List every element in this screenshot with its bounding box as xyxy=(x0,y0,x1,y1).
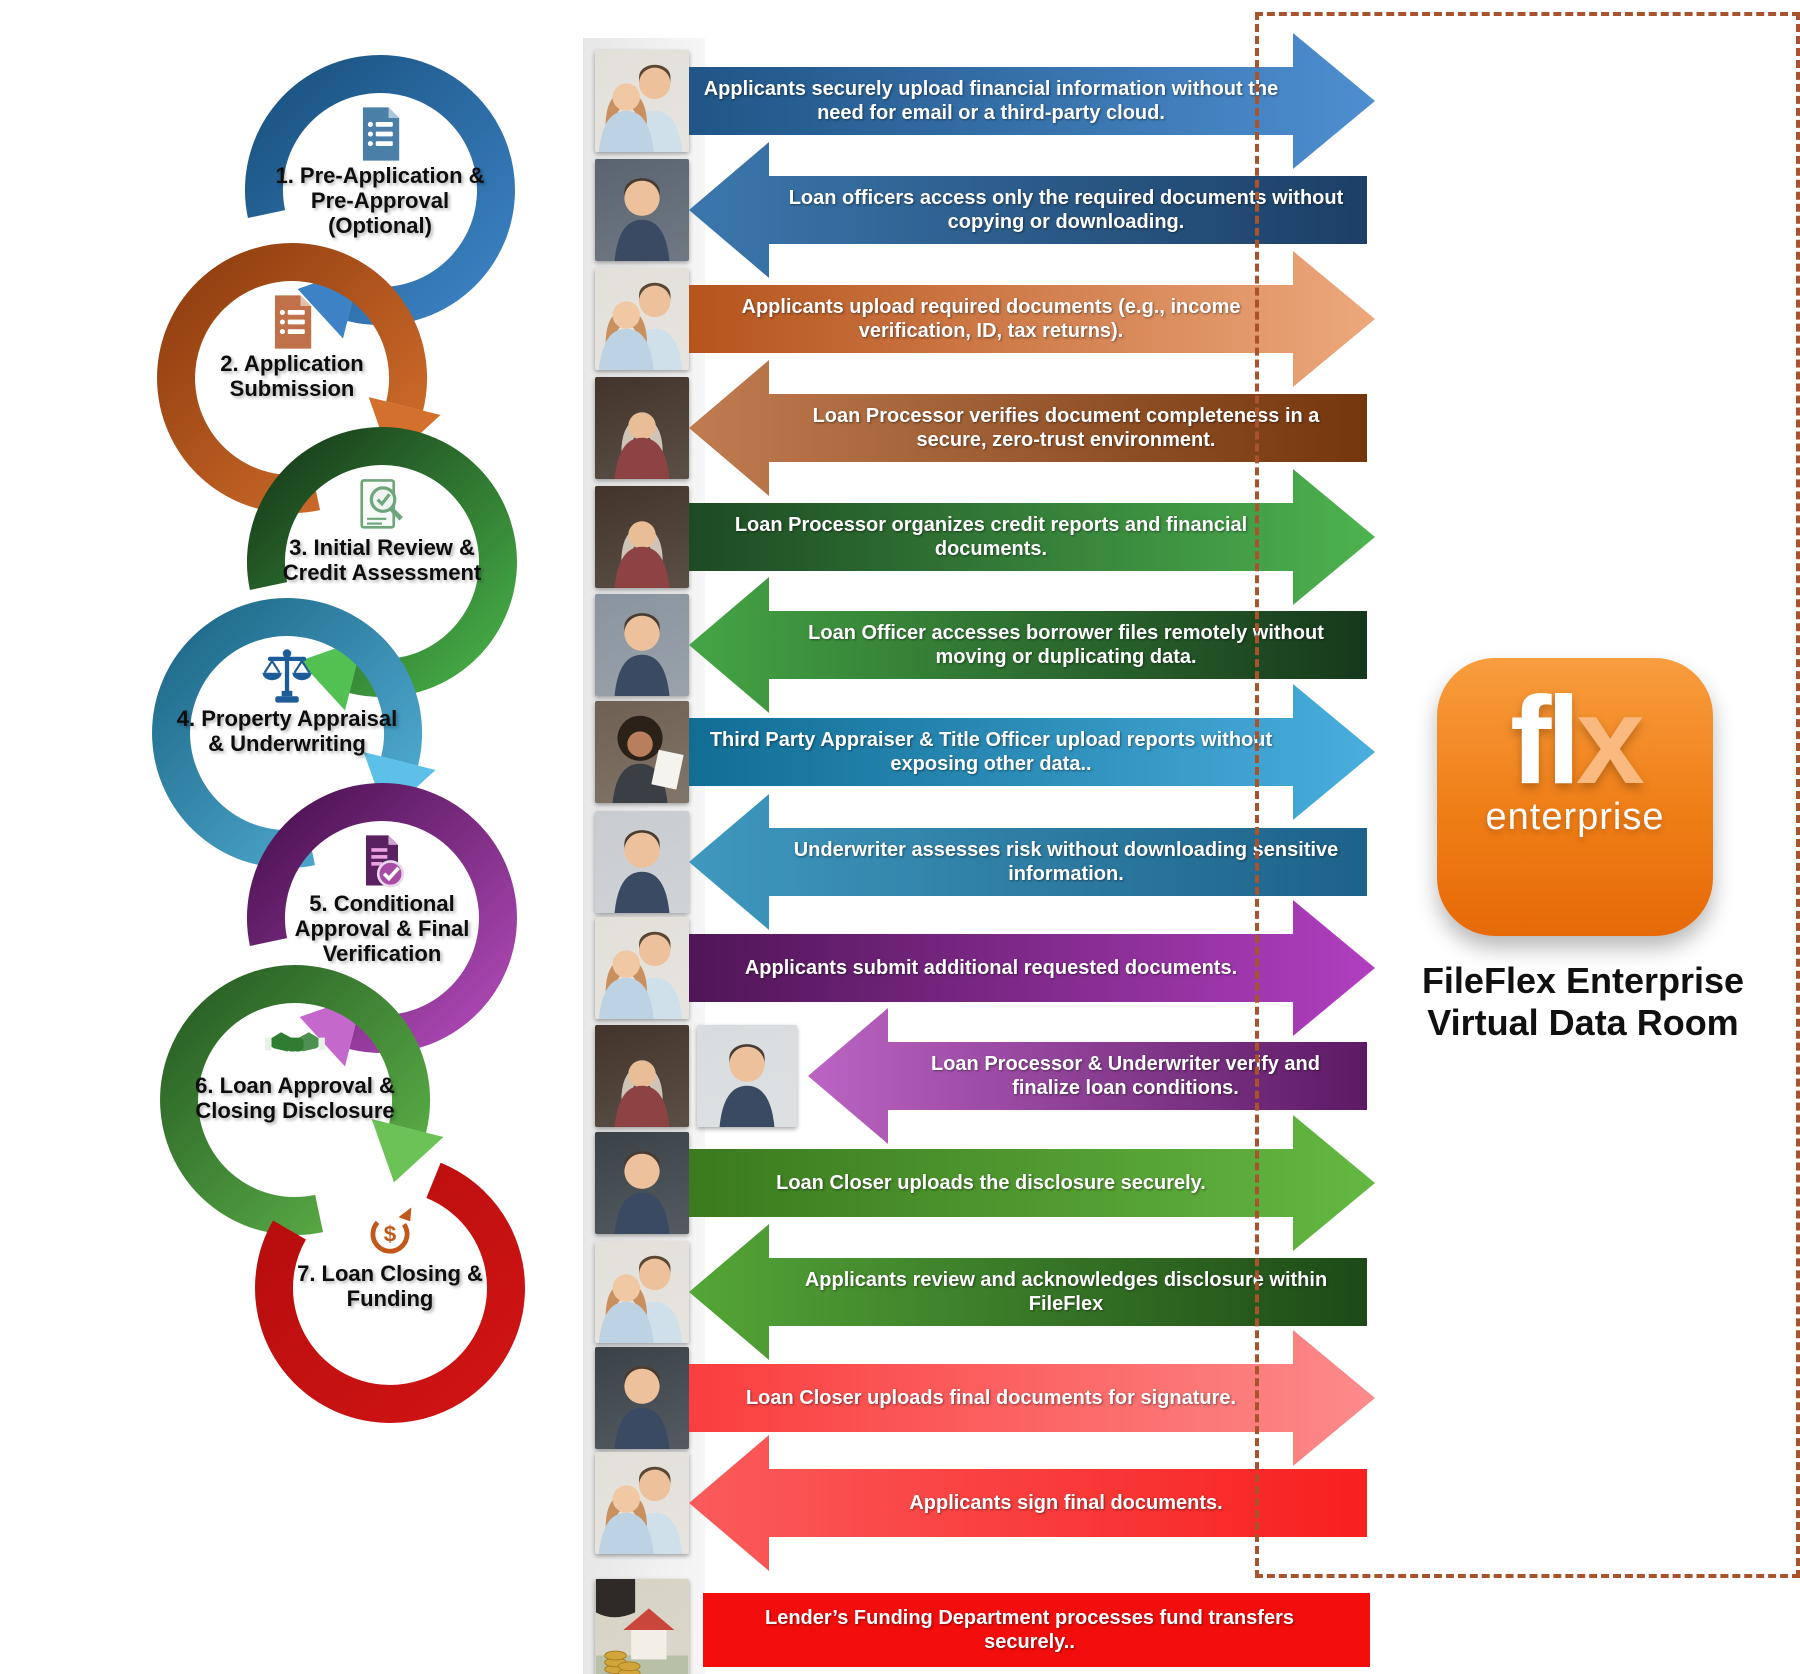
photo-woman-curly xyxy=(595,701,689,803)
form-icon xyxy=(348,102,412,166)
flow-step-text: Loan Closer uploads final documents for … xyxy=(745,1386,1237,1409)
handshake-icon xyxy=(263,1012,327,1076)
step-label: 2. Application Submission xyxy=(220,351,364,401)
step-label: 4. Property Appraisal & Underwriting xyxy=(176,706,398,756)
photo-woman xyxy=(595,1025,689,1127)
flow-step-text: Loan officers access only the required d… xyxy=(788,186,1344,233)
caption-line-1: FileFlex Enterprise xyxy=(1421,960,1745,1001)
process-step-5: 5. Conditional Approval & Final Verifica… xyxy=(232,768,532,1068)
fileflex-logo-subtitle: enterprise xyxy=(1485,796,1665,839)
flow-step-text: Applicants securely upload financial inf… xyxy=(703,77,1279,124)
photo-woman xyxy=(595,486,689,588)
flow-step-text: Lender’s Funding Department processes fu… xyxy=(765,1606,1294,1653)
form-icon xyxy=(260,290,324,354)
flow-step-text: Loan Closer uploads the disclosure secur… xyxy=(776,1171,1206,1194)
process-step-6: 6. Loan Approval & Closing Disclosure xyxy=(145,950,445,1250)
step-label: 3. Initial Review & Credit Assessment xyxy=(282,535,482,585)
flow-arrow-left xyxy=(689,794,1367,930)
photo-couple xyxy=(595,50,689,152)
photo-couple xyxy=(595,1241,689,1343)
flow-arrow-left xyxy=(689,142,1367,278)
flow-arrow-right xyxy=(689,1330,1375,1466)
dollar-cycle-icon: $ xyxy=(358,1200,422,1264)
photo-man xyxy=(595,1347,689,1449)
flow-step-text: Loan Processor organizes credit reports … xyxy=(734,513,1248,560)
flow-arrow-left xyxy=(689,1435,1367,1571)
process-step-1: 1. Pre-Application & Pre-Approval (Optio… xyxy=(230,40,530,340)
flow-arrow-left xyxy=(689,577,1367,713)
fileflex-logo: flx enterprise xyxy=(1437,658,1713,936)
flow-step-text: Applicants submit additional requested d… xyxy=(744,956,1238,979)
step-label: 7. Loan Closing & Funding xyxy=(297,1261,483,1311)
review-icon xyxy=(350,474,414,538)
step-ring-arrow xyxy=(160,965,444,1235)
photo-couple xyxy=(595,268,689,370)
flow-step-text: Loan Processor verifies document complet… xyxy=(812,404,1320,451)
step-label: 1. Pre-Application & Pre-Approval (Optio… xyxy=(275,163,485,238)
process-step-7: $7. Loan Closing & Funding xyxy=(240,1138,540,1438)
photo-money xyxy=(595,1579,689,1674)
flow-step-text: Loan Officer accesses borrower files rem… xyxy=(808,621,1324,668)
flow-bar xyxy=(703,1593,1370,1667)
process-step-3: 3. Initial Review & Credit Assessment xyxy=(232,412,532,712)
photo-woman xyxy=(595,377,689,479)
scales-icon xyxy=(255,645,319,709)
flow-step-text: Applicants review and acknowledges discl… xyxy=(804,1268,1328,1315)
photo-man xyxy=(595,159,689,261)
caption-line-2: Virtual Data Room xyxy=(1427,1002,1739,1044)
flow-arrow-right xyxy=(689,1115,1375,1251)
fileflex-caption: FileFlex Enterprise Virtual Data Room xyxy=(1363,960,1800,1045)
flow-step-text: Applicants sign final documents. xyxy=(909,1491,1223,1514)
flow-arrow-right xyxy=(689,251,1375,387)
step-label: 5. Conditional Approval & Final Verifica… xyxy=(294,891,470,966)
photo-couple xyxy=(595,917,689,1019)
flow-arrow-left xyxy=(808,1008,1367,1144)
process-step-2: 2. Application Submission xyxy=(142,228,442,528)
photo-man xyxy=(595,594,689,696)
flow-step-text: Loan Processor & Underwriter verify and … xyxy=(930,1052,1320,1099)
flow-step-text: Applicants upload required documents (e.… xyxy=(741,295,1241,342)
flow-arrow-right xyxy=(689,469,1375,605)
fileflex-logo-wordmark: flx xyxy=(1510,672,1645,810)
flow-arrow-left xyxy=(689,1224,1367,1360)
flow-arrow-right xyxy=(689,684,1375,820)
flow-step-text: Third Party Appraiser & Title Officer up… xyxy=(709,728,1273,775)
flow-arrow-left xyxy=(689,360,1367,496)
flow-arrow-right xyxy=(689,33,1375,169)
photo-couple xyxy=(595,1452,689,1554)
flow-step-text: Underwriter assesses risk without downlo… xyxy=(793,838,1339,885)
step-label: 6. Loan Approval & Closing Disclosure xyxy=(195,1073,395,1123)
process-step-4: 4. Property Appraisal & Underwriting xyxy=(137,583,437,883)
svg-text:$: $ xyxy=(384,1222,397,1247)
doc-check-icon xyxy=(350,830,414,894)
step-ring-arrow xyxy=(255,1162,525,1423)
flow-arrow-right xyxy=(689,900,1375,1036)
photo-man xyxy=(595,811,689,913)
photo-man xyxy=(697,1025,797,1127)
photo-man xyxy=(595,1132,689,1234)
